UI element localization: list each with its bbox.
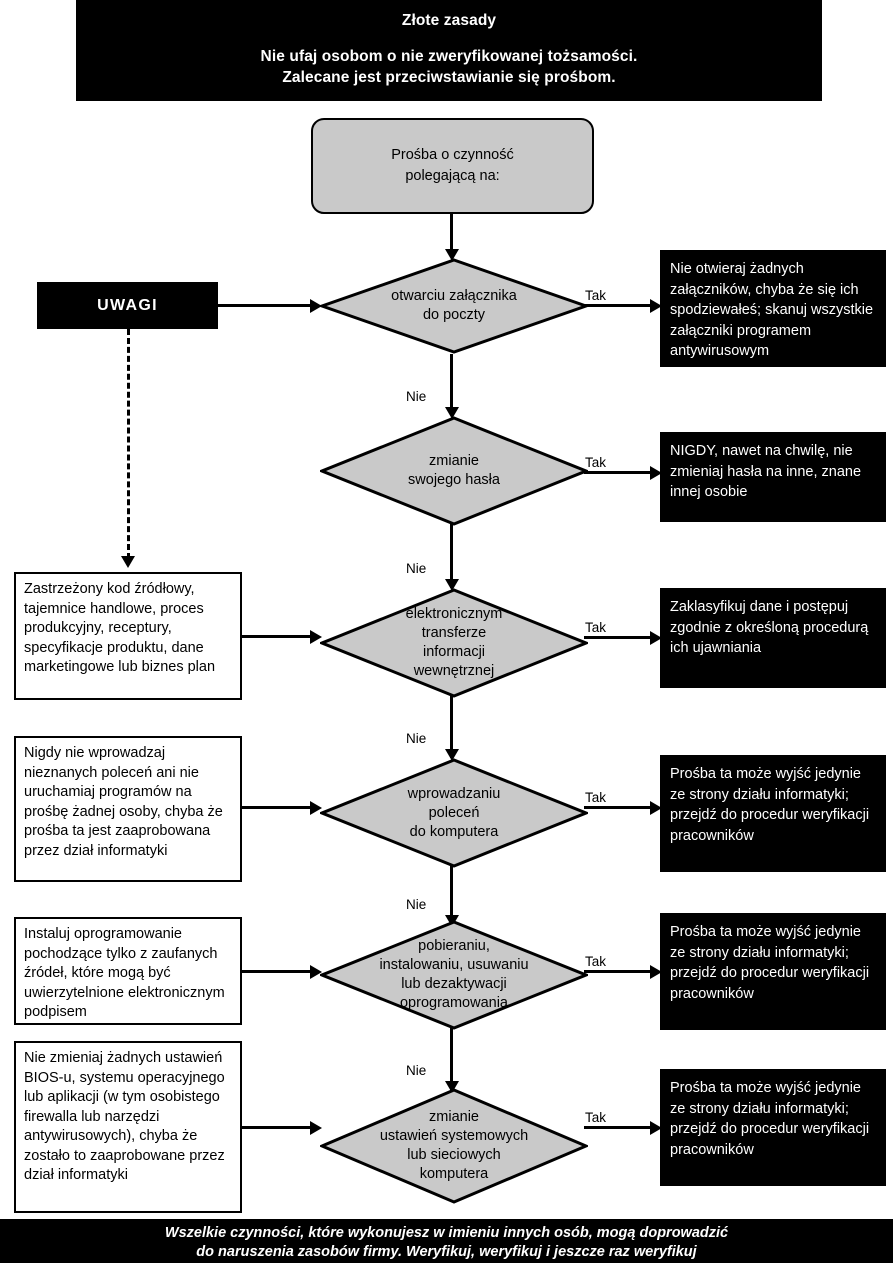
connector-d5-yes [584, 970, 656, 973]
arrowhead-uwagi-to-d1 [310, 299, 322, 313]
connector-note3-to-d3 [242, 635, 316, 638]
footer-banner: Wszelkie czynności, które wykonujesz w i… [0, 1219, 893, 1263]
note-software-management-text: Instaluj oprogramowanie pochodzące tylko… [24, 926, 225, 1020]
arrowhead-d4-in [445, 749, 459, 761]
connector-d1-no [450, 354, 453, 414]
arrowhead-uwagi-dashed [121, 556, 135, 568]
arrowhead-d3-in [445, 579, 459, 591]
diamond-shape-icon [320, 258, 588, 354]
edge-label-yes-6: Tak [585, 1110, 607, 1125]
connector-d5-no [450, 1028, 453, 1090]
action-password-change: NIGDY, nawet na chwilę, nie zmieniaj has… [660, 432, 886, 522]
connector-d2-yes [584, 471, 656, 474]
header-subtitle: Nie ufaj osobom o nie zweryfikowanej toż… [260, 48, 638, 86]
note-software-management: Instaluj oprogramowanie pochodzące tylko… [14, 917, 242, 1025]
diamond-shape-icon [320, 1088, 588, 1204]
connector-d4-no [450, 866, 453, 924]
edge-label-no-5: Nie [406, 1063, 427, 1078]
action-software-management: Prośba ta może wyjść jedynie ze strony d… [660, 913, 886, 1030]
arrowhead-d2-yes [650, 466, 662, 480]
action-email-attachment: Nie otwieraj żadnych załączników, chyba … [660, 250, 886, 367]
arrowhead-d4-yes [650, 801, 662, 815]
note-internal-info-transfer-text: Zastrzeżony kod źródłowy, tajemnice hand… [24, 581, 216, 675]
connector-d1-yes [584, 304, 656, 307]
connector-d3-yes [584, 636, 656, 639]
connector-uwagi-to-d1 [218, 304, 316, 307]
arrowhead-note4-to-d4 [310, 801, 322, 815]
arrowhead-d1-yes [650, 299, 662, 313]
connector-note5-to-d5 [242, 970, 316, 973]
edge-label-yes-3: Tak [585, 620, 607, 635]
action-password-change-text: NIGDY, nawet na chwilę, nie zmieniaj has… [670, 443, 862, 500]
notes-box[interactable]: UWAGI [37, 282, 218, 329]
connector-d3-no [450, 696, 453, 758]
connector-d2-no [450, 524, 453, 588]
connector-start-to-d1 [450, 214, 453, 256]
arrowhead-d6-yes [650, 1121, 662, 1135]
arrowhead-d5-yes [650, 965, 662, 979]
arrowhead-d2-in [445, 407, 459, 419]
arrowhead-note3-to-d3 [310, 630, 322, 644]
arrowhead-note5-to-d5 [310, 965, 322, 979]
header-title: Złote zasady [401, 12, 497, 29]
connector-d6-yes [584, 1126, 656, 1129]
connector-uwagi-dashed [127, 329, 130, 559]
action-email-attachment-text: Nie otwieraj żadnych załączników, chyba … [670, 261, 874, 359]
note-system-network-settings: Nie zmieniaj żadnych ustawień BIOS-u, sy… [14, 1041, 242, 1213]
diamond-shape-icon [320, 758, 588, 868]
diamond-shape-icon [320, 920, 588, 1030]
connector-d4-yes [584, 806, 656, 809]
notes-box-label: UWAGI [97, 296, 158, 314]
note-internal-info-transfer: Zastrzeżony kod źródłowy, tajemnice hand… [14, 572, 242, 700]
note-computer-commands: Nigdy nie wprowadzaj nieznanych poleceń … [14, 736, 242, 882]
action-system-network-settings-text: Prośba ta może wyjść jedynie ze strony d… [670, 1080, 870, 1158]
edge-label-yes-2: Tak [585, 455, 607, 470]
edge-label-yes-5: Tak [585, 954, 607, 969]
edge-label-yes-1: Tak [585, 288, 607, 303]
arrowhead-d3-yes [650, 631, 662, 645]
arrowhead-note6-to-d6 [310, 1121, 322, 1135]
action-internal-info-transfer-text: Zaklasyfikuj dane i postępuj zgodnie z o… [670, 599, 869, 656]
note-computer-commands-text: Nigdy nie wprowadzaj nieznanych poleceń … [24, 745, 223, 859]
diamond-shape-icon [320, 588, 588, 698]
action-system-network-settings: Prośba ta może wyjść jedynie ze strony d… [660, 1069, 886, 1186]
action-software-management-text: Prośba ta może wyjść jedynie ze strony d… [670, 924, 870, 1002]
edge-label-no-2: Nie [406, 561, 427, 576]
edge-label-no-1: Nie [406, 389, 427, 404]
header-banner: Złote zasady Nie ufaj osobom o nie zwery… [76, 0, 822, 101]
edge-label-yes-4: Tak [585, 790, 607, 805]
edge-label-no-3: Nie [406, 731, 427, 746]
footer-text: Wszelkie czynności, które wykonujesz w i… [164, 1225, 729, 1260]
arrowhead-d1-in [445, 249, 459, 261]
action-computer-commands: Prośba ta może wyjść jedynie ze strony d… [660, 755, 886, 872]
diamond-shape-icon [320, 416, 588, 526]
edge-label-no-4: Nie [406, 897, 427, 912]
connector-note6-to-d6 [242, 1126, 316, 1129]
action-computer-commands-text: Prośba ta może wyjść jedynie ze strony d… [670, 766, 870, 844]
note-system-network-settings-text: Nie zmieniaj żadnych ustawień BIOS-u, sy… [24, 1050, 225, 1183]
action-internal-info-transfer: Zaklasyfikuj dane i postępuj zgodnie z o… [660, 588, 886, 688]
connector-note4-to-d4 [242, 806, 316, 809]
